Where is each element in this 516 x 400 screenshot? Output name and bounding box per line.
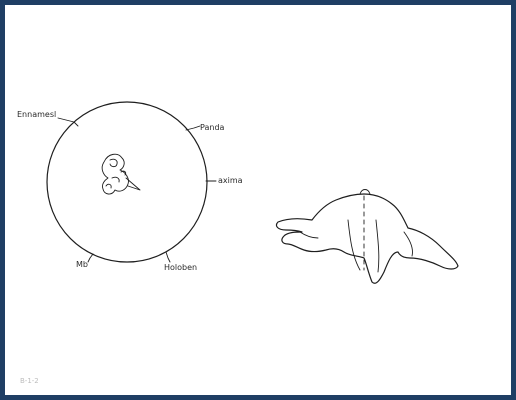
leader-bottom-right: [166, 252, 170, 262]
central-figure-icon: [102, 154, 140, 194]
leader-bottom-left: [88, 254, 93, 262]
circle-diagram: Ennamesl Panda axima Mb Holoben: [17, 102, 243, 272]
label-right: axima: [218, 176, 243, 185]
corner-mark: B-1-2: [20, 377, 39, 385]
animal-sketch: [276, 190, 458, 284]
leader-top-left: [58, 118, 78, 126]
leader-top-right: [186, 126, 200, 130]
label-bottom-right: Holoben: [164, 263, 197, 272]
label-bottom-left: Mb: [76, 260, 88, 269]
label-top-right: Panda: [200, 123, 225, 132]
label-top-left: Ennamesl: [17, 110, 56, 119]
outer-circle: [47, 102, 207, 262]
